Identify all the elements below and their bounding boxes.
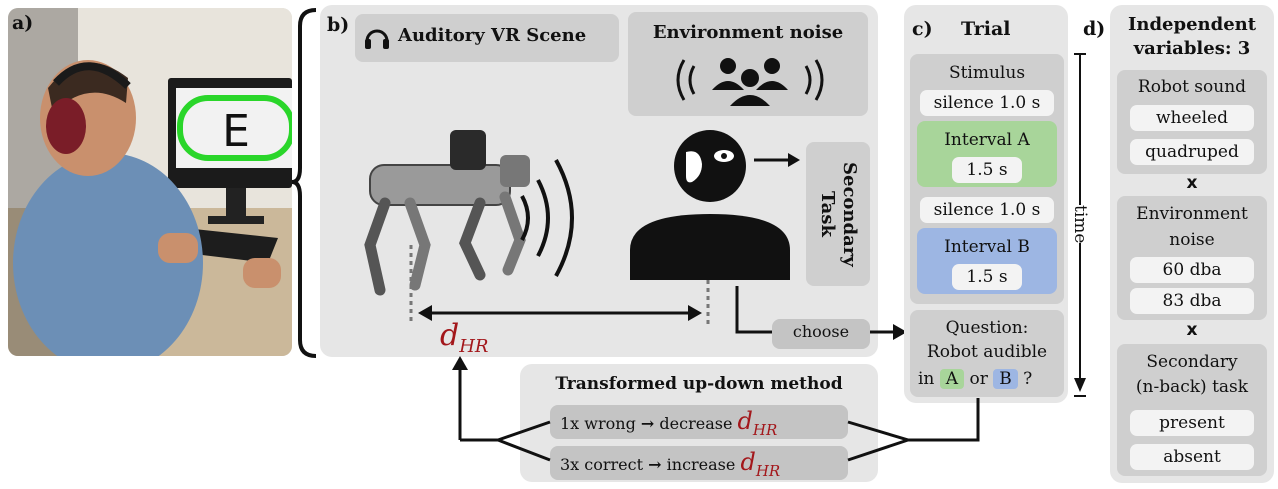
- auditory-vr-box: [355, 14, 619, 62]
- secondary-task-box: [806, 142, 870, 286]
- crowd-icon: [676, 58, 824, 106]
- distance-arrow: [409, 245, 710, 327]
- secondary-task-label: Secondary Task: [817, 161, 860, 267]
- sound-waves-icon: [520, 159, 574, 277]
- robot-dog-image: [364, 130, 530, 296]
- rule-correct: 3x correct → increase dHR: [560, 448, 781, 480]
- panel-label-b: b): [327, 14, 350, 36]
- rule-wrong-box: [550, 405, 848, 439]
- env-noise-83: 83 dba: [1130, 288, 1254, 314]
- interval-b-duration: 1.5 s: [952, 264, 1022, 290]
- arrow-to-task: [754, 153, 800, 167]
- choose-label: choose: [792, 322, 850, 341]
- feedback-lines: [452, 356, 980, 462]
- env-noise-title: Environment noise: [652, 22, 844, 43]
- rule-correct-box: [550, 446, 848, 480]
- method-title: Transformed up-down method: [555, 374, 843, 394]
- times-sign-1: x: [1186, 173, 1198, 193]
- option-a: A: [939, 369, 965, 389]
- interval-b-label: Interval B: [944, 237, 1030, 257]
- question-line2: Robot audible: [926, 342, 1048, 362]
- silence-2: silence 1.0 s: [920, 197, 1054, 223]
- photo-panel: E: [8, 8, 292, 356]
- interval-a-duration: 1.5 s: [952, 157, 1022, 183]
- time-label: time: [1070, 205, 1090, 244]
- variables-title-line2: variables: 3: [1133, 38, 1251, 59]
- headphones-icon: [365, 29, 389, 49]
- robot-sound-quadruped: quadruped: [1130, 139, 1254, 165]
- interval-a-label: Interval A: [944, 130, 1030, 150]
- variables-title-line1: Independent: [1127, 14, 1257, 35]
- panel-label-d: d): [1083, 18, 1106, 40]
- curly-brace: [291, 8, 317, 358]
- rule-wrong: 1x wrong → decrease dHR: [560, 407, 778, 439]
- panel-label-a: a): [12, 12, 34, 34]
- robot-sound-wheeled: wheeled: [1130, 105, 1254, 131]
- env-noise-var-line2: noise: [1169, 230, 1215, 250]
- secondary-var-line2: (n-back) task: [1135, 377, 1249, 397]
- silence-1: silence 1.0 s: [920, 90, 1054, 116]
- secondary-var-line1: Secondary: [1146, 352, 1238, 372]
- option-b: B: [993, 369, 1018, 389]
- panel-label-c: c): [912, 18, 933, 40]
- distance-dhr: dHR: [440, 318, 489, 357]
- env-noise-var-line1: Environment: [1136, 204, 1248, 224]
- listener-silhouette: [630, 130, 790, 280]
- robot-sound-title: Robot sound: [1137, 77, 1247, 97]
- choose-box: [772, 319, 870, 349]
- question-box: [910, 310, 1064, 397]
- times-sign-2: x: [1186, 320, 1198, 340]
- secondary-present: present: [1130, 410, 1254, 436]
- secondary-absent: absent: [1130, 444, 1254, 470]
- auditory-vr-title: Auditory VR Scene: [398, 25, 587, 46]
- question-line1: Question:: [945, 318, 1029, 338]
- env-noise-60: 60 dba: [1130, 257, 1254, 283]
- screen-letter: E: [222, 106, 250, 157]
- question-line3: in A or B ?: [918, 369, 1033, 389]
- participant-photo: E: [8, 8, 292, 356]
- trial-title: Trial: [961, 18, 1011, 40]
- stimulus-title: Stimulus: [948, 63, 1026, 83]
